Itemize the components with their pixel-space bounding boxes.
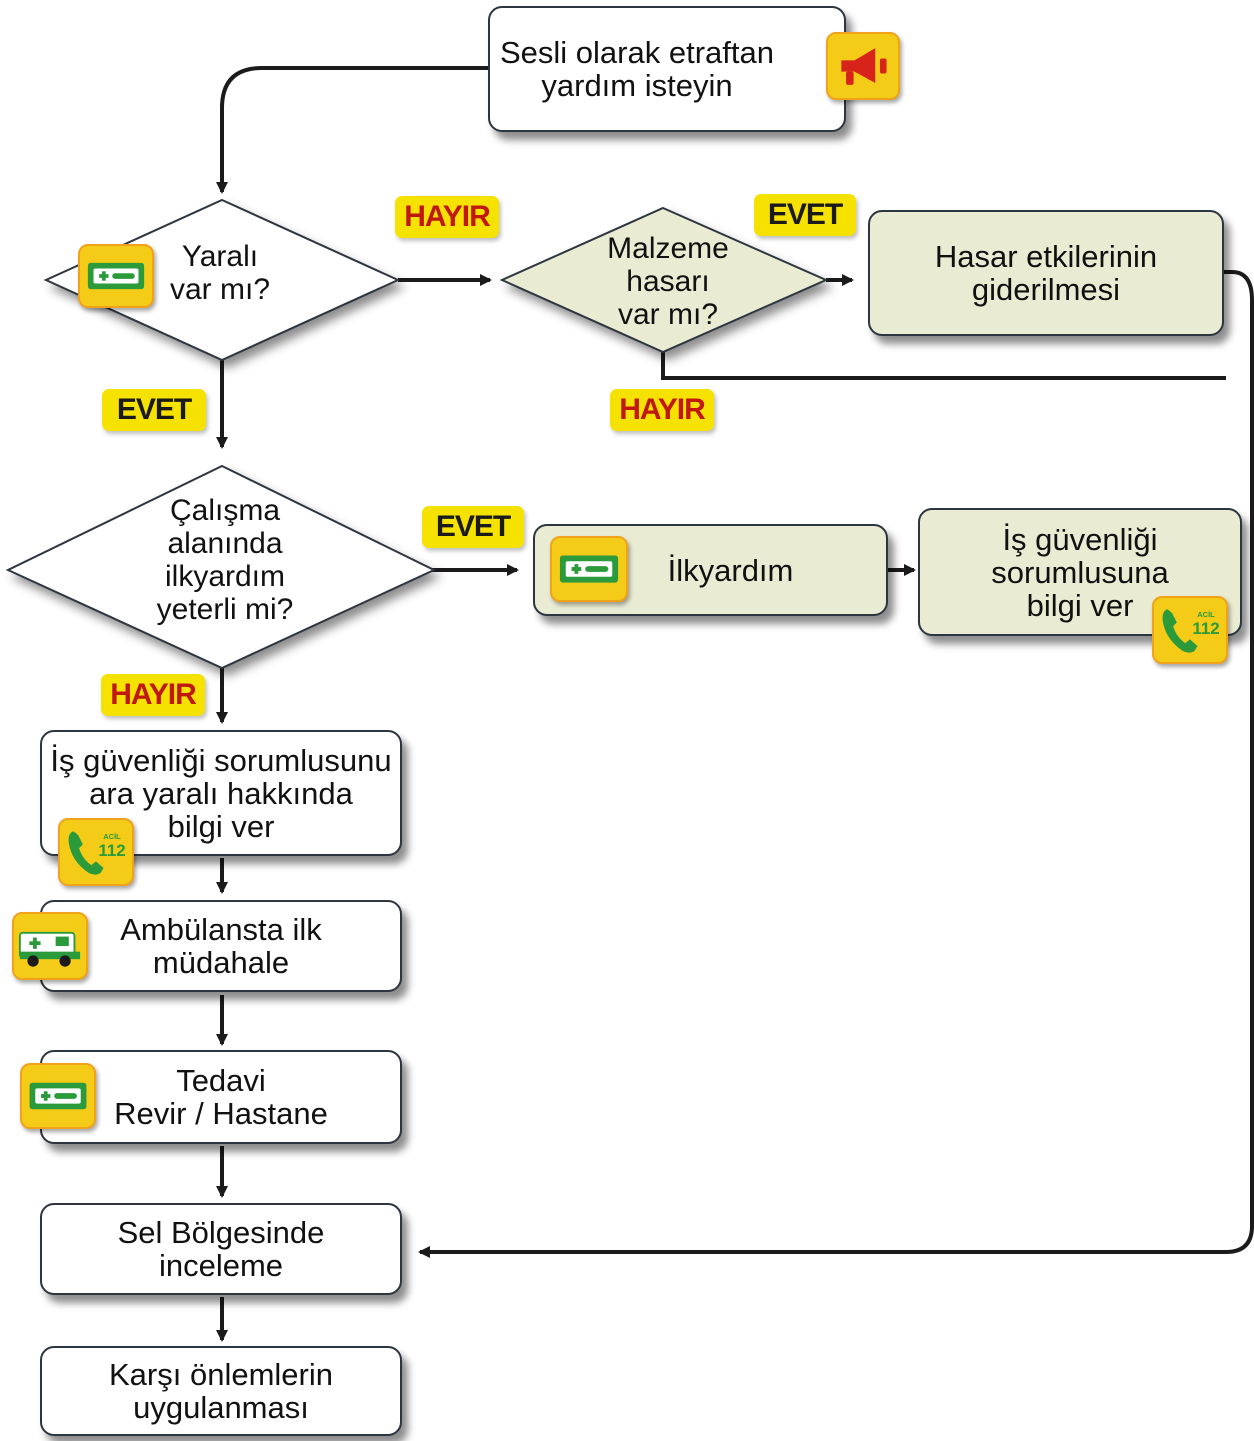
node-inform-officer-label: İş güvenliği sorumlusuna bilgi ver	[991, 521, 1169, 623]
decision-damage-shape	[499, 206, 829, 354]
tag-firstaid-no: HAYIR	[101, 674, 205, 716]
node-damage-fix: Hasar etkilerinin giderilmesi	[868, 210, 1224, 336]
edge-damage-no	[661, 348, 1226, 380]
tag-firstaid-yes: EVET	[422, 506, 524, 548]
node-help-label: Sesli olarak etraftan yardım isteyin	[500, 35, 774, 103]
emergency-112-phone-icon: ACİL 112	[1152, 596, 1228, 664]
decision-firstaid-label: Çalışma alanında ilkyardım yeterli mi?	[156, 494, 294, 626]
node-countermeasures-label: Karşı önlemlerin uygulanması	[109, 1357, 333, 1425]
tag-injured-no: HAYIR	[395, 196, 499, 238]
node-ambulance: Ambülansta ilk müdahale	[40, 900, 402, 992]
tag-damage-yes: EVET	[754, 194, 856, 236]
decision-injured-label: Yaralı var mı?	[169, 240, 271, 306]
emergency-small-text: ACİL	[1197, 610, 1215, 619]
node-treatment: Tedavi Revir / Hastane	[40, 1050, 402, 1144]
node-inform-officer: İş güvenliği sorumlusuna bilgi ver	[918, 508, 1242, 636]
emergency-small-text: ACİL	[103, 832, 121, 841]
node-countermeasures: Karşı önlemlerin uygulanması	[40, 1346, 402, 1436]
decision-damage-label: Malzeme hasarı var mı?	[607, 232, 729, 331]
node-inspection: Sel Bölgesinde inceleme	[40, 1203, 402, 1295]
node-firstaid-label: İlkyardım	[667, 552, 794, 588]
edge-help-to-injured	[216, 66, 490, 194]
node-call-officer-label: İş güvenliği sorumlusunu ara yaralı hakk…	[50, 742, 392, 844]
node-help: Sesli olarak etraftan yardım isteyin	[488, 6, 846, 132]
edge-damage-fix-out	[418, 270, 1254, 1258]
megaphone-icon	[826, 32, 900, 100]
decision-firstaid-shape	[5, 464, 437, 670]
tag-injured-yes: EVET	[102, 389, 206, 431]
emergency-number-text: 112	[1192, 619, 1219, 638]
node-damage-fix-label: Hasar etkilerinin giderilmesi	[934, 239, 1158, 307]
first-aid-kit-icon	[550, 536, 628, 602]
node-call-officer: İş güvenliği sorumlusunu ara yaralı hakk…	[40, 730, 402, 856]
first-aid-kit-icon	[20, 1063, 96, 1129]
ambulance-icon	[12, 912, 88, 980]
emergency-number-text: 112	[98, 841, 125, 860]
first-aid-kit-icon	[78, 244, 154, 308]
node-inspection-label: Sel Bölgesinde inceleme	[117, 1215, 325, 1283]
emergency-112-phone-icon: ACİL 112	[58, 818, 134, 886]
node-treatment-label: Tedavi Revir / Hastane	[114, 1063, 328, 1131]
tag-damage-no: HAYIR	[610, 389, 714, 431]
node-ambulance-label: Ambülansta ilk müdahale	[120, 912, 322, 980]
